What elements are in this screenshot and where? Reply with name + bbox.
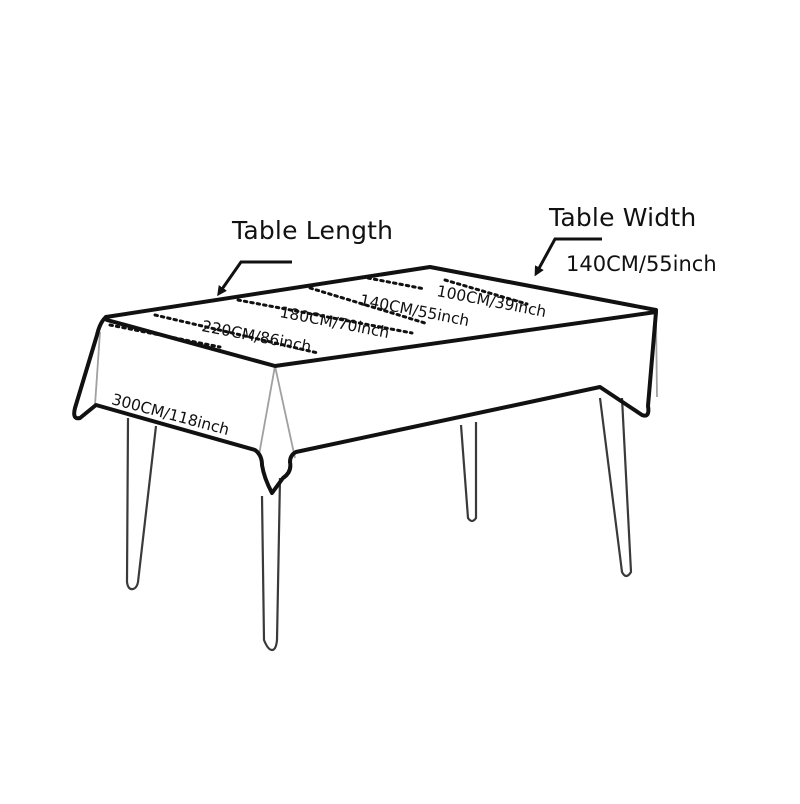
leg-right <box>598 397 633 578</box>
table-legs <box>125 397 633 652</box>
arrow-table-width <box>534 237 602 277</box>
arrow-table-length <box>217 260 292 297</box>
leg-front <box>260 477 282 652</box>
table-width-heading: Table Width <box>549 203 697 232</box>
leg-back-middle <box>459 422 478 523</box>
leg-left <box>125 417 158 591</box>
dotted-size-lines <box>108 276 529 355</box>
fold-lines <box>94 315 658 459</box>
table-width-value: 140CM/55inch <box>566 252 717 276</box>
table-length-heading: Table Length <box>232 216 394 245</box>
pointer-arrows <box>217 237 602 297</box>
